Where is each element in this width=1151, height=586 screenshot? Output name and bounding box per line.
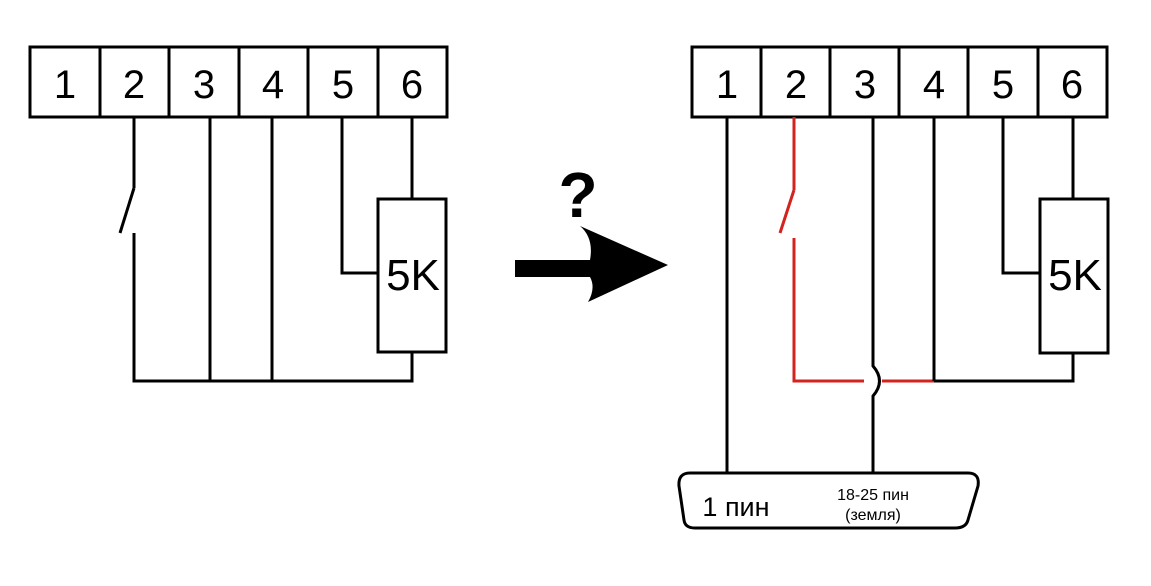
right-wiring: 5K [725,117,1110,495]
transition: ? [515,159,668,302]
left-pin-1-label: 1 [54,63,76,107]
right-pin-5-label: 5 [992,63,1014,107]
left-pin-4-label: 4 [262,63,284,107]
right-pin3-wire-with-crossover [871,117,881,478]
left-pin-3-label: 3 [193,63,215,107]
connector-pin1-label: 1 пин [702,492,769,522]
left-switch-icon [118,187,136,234]
right-pin-3-label: 3 [854,63,876,107]
connector-ground-label-line2: (земля) [845,507,901,524]
db25-connector-icon [677,471,980,530]
right-pin-4-label: 4 [923,63,945,107]
left-terminal-block: 1 2 3 4 5 6 [28,45,449,119]
right-pin-2-label: 2 [785,63,807,107]
right-resistor-icon [1038,197,1110,355]
right-pin5-wire [1001,117,1040,275]
right-red-bus-left [792,238,864,383]
right-black-bus [934,353,1075,383]
question-mark: ? [558,159,597,231]
db25-connector: 1 пин 18-25 пин (земля) [677,471,980,530]
right-resistor-label: 5K [1048,251,1102,300]
left-resistor-label: 5K [386,251,440,300]
left-pin-6-label: 6 [401,63,423,107]
right-arrow-icon [515,226,668,302]
connector-ground-label-line1: 18-25 пин [837,487,909,504]
right-terminal-block: 1 2 3 4 5 6 [690,45,1109,119]
left-resistor-icon [376,197,448,354]
right-switch-icon [778,189,796,234]
left-pin5-wire [340,117,378,275]
right-pin-6-label: 6 [1061,63,1083,107]
left-pin-5-label: 5 [332,63,354,107]
right-pin-1-label: 1 [716,63,738,107]
left-wiring: 5K [118,117,448,383]
left-pin-2-label: 2 [123,63,145,107]
